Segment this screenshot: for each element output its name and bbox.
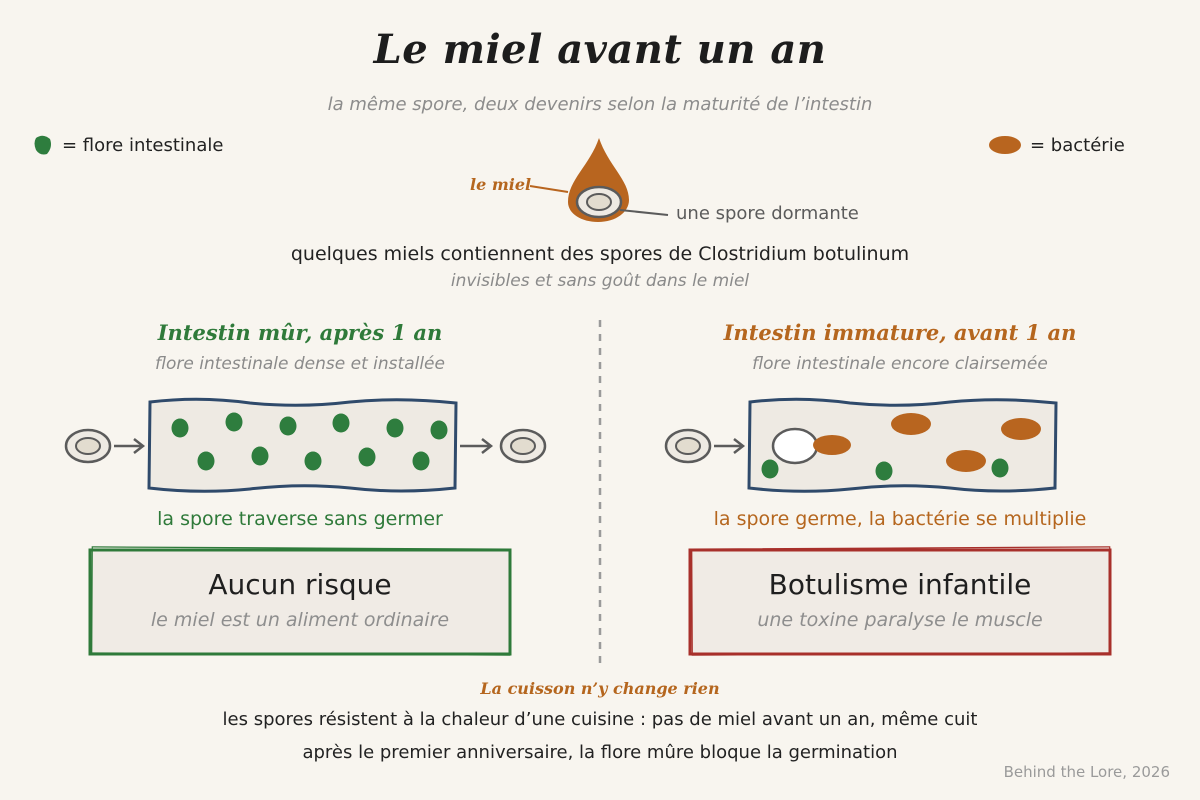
footer-heading: La cuisson n’y change rien	[480, 679, 720, 698]
right-outcome: la spore germe, la bactérie se multiplie	[713, 508, 1087, 530]
right-flora-cells	[761, 458, 1009, 481]
danger-box	[688, 546, 1112, 656]
credit: Behind the Lore, 2026	[1003, 763, 1170, 781]
left-spore-out	[499, 428, 547, 464]
page-subtitle: la même spore, deux devenirs selon la ma…	[327, 94, 873, 115]
left-arrow-in	[114, 438, 146, 454]
legend-bacteria-label: = bactérie	[1030, 135, 1125, 156]
spore-leader-line	[619, 209, 669, 216]
left-flora-cells	[171, 412, 448, 471]
honey-leader-line	[529, 185, 569, 193]
bacteria-legend-icon	[989, 136, 1021, 154]
flora-legend-icon	[34, 135, 51, 155]
footer-line-1: les spores résistent à la chaleur d’une …	[222, 709, 978, 730]
safe-box-title: Aucun risque	[208, 568, 392, 601]
page-title: Le miel avant un an	[373, 26, 827, 73]
spore-label: une spore dormante	[676, 203, 859, 224]
honey-caption: quelques miels contiennent des spores de…	[290, 243, 910, 265]
safe-box	[88, 546, 512, 656]
left-spore-in	[64, 428, 112, 464]
spore-icon	[575, 185, 623, 219]
right-spore-in	[664, 428, 712, 464]
legend-flora-label: = flore intestinale	[62, 135, 224, 156]
danger-box-subtitle: une toxine paralyse le muscle	[757, 609, 1043, 631]
right-subheading: flore intestinale encore clairsemée	[752, 354, 1048, 374]
right-germinated-spore	[771, 427, 819, 465]
left-outcome: la spore traverse sans germer	[157, 508, 443, 530]
safe-box-subtitle: le miel est un aliment ordinaire	[150, 609, 450, 631]
left-subheading: flore intestinale dense et installée	[155, 354, 445, 374]
honey-caption-sub: invisibles et sans goût dans le miel	[450, 271, 750, 291]
right-arrow-in	[714, 438, 746, 454]
footer-line-2: après le premier anniversaire, la flore …	[302, 742, 898, 763]
right-bacteria	[813, 413, 1041, 472]
right-heading: Intestin immature, avant 1 an	[723, 320, 1077, 345]
left-arrow-out	[460, 438, 494, 454]
left-heading: Intestin mûr, après 1 an	[157, 320, 443, 345]
danger-box-title: Botulisme infantile	[768, 568, 1032, 601]
left-intestine	[147, 397, 458, 493]
honey-label: le miel	[470, 175, 532, 194]
